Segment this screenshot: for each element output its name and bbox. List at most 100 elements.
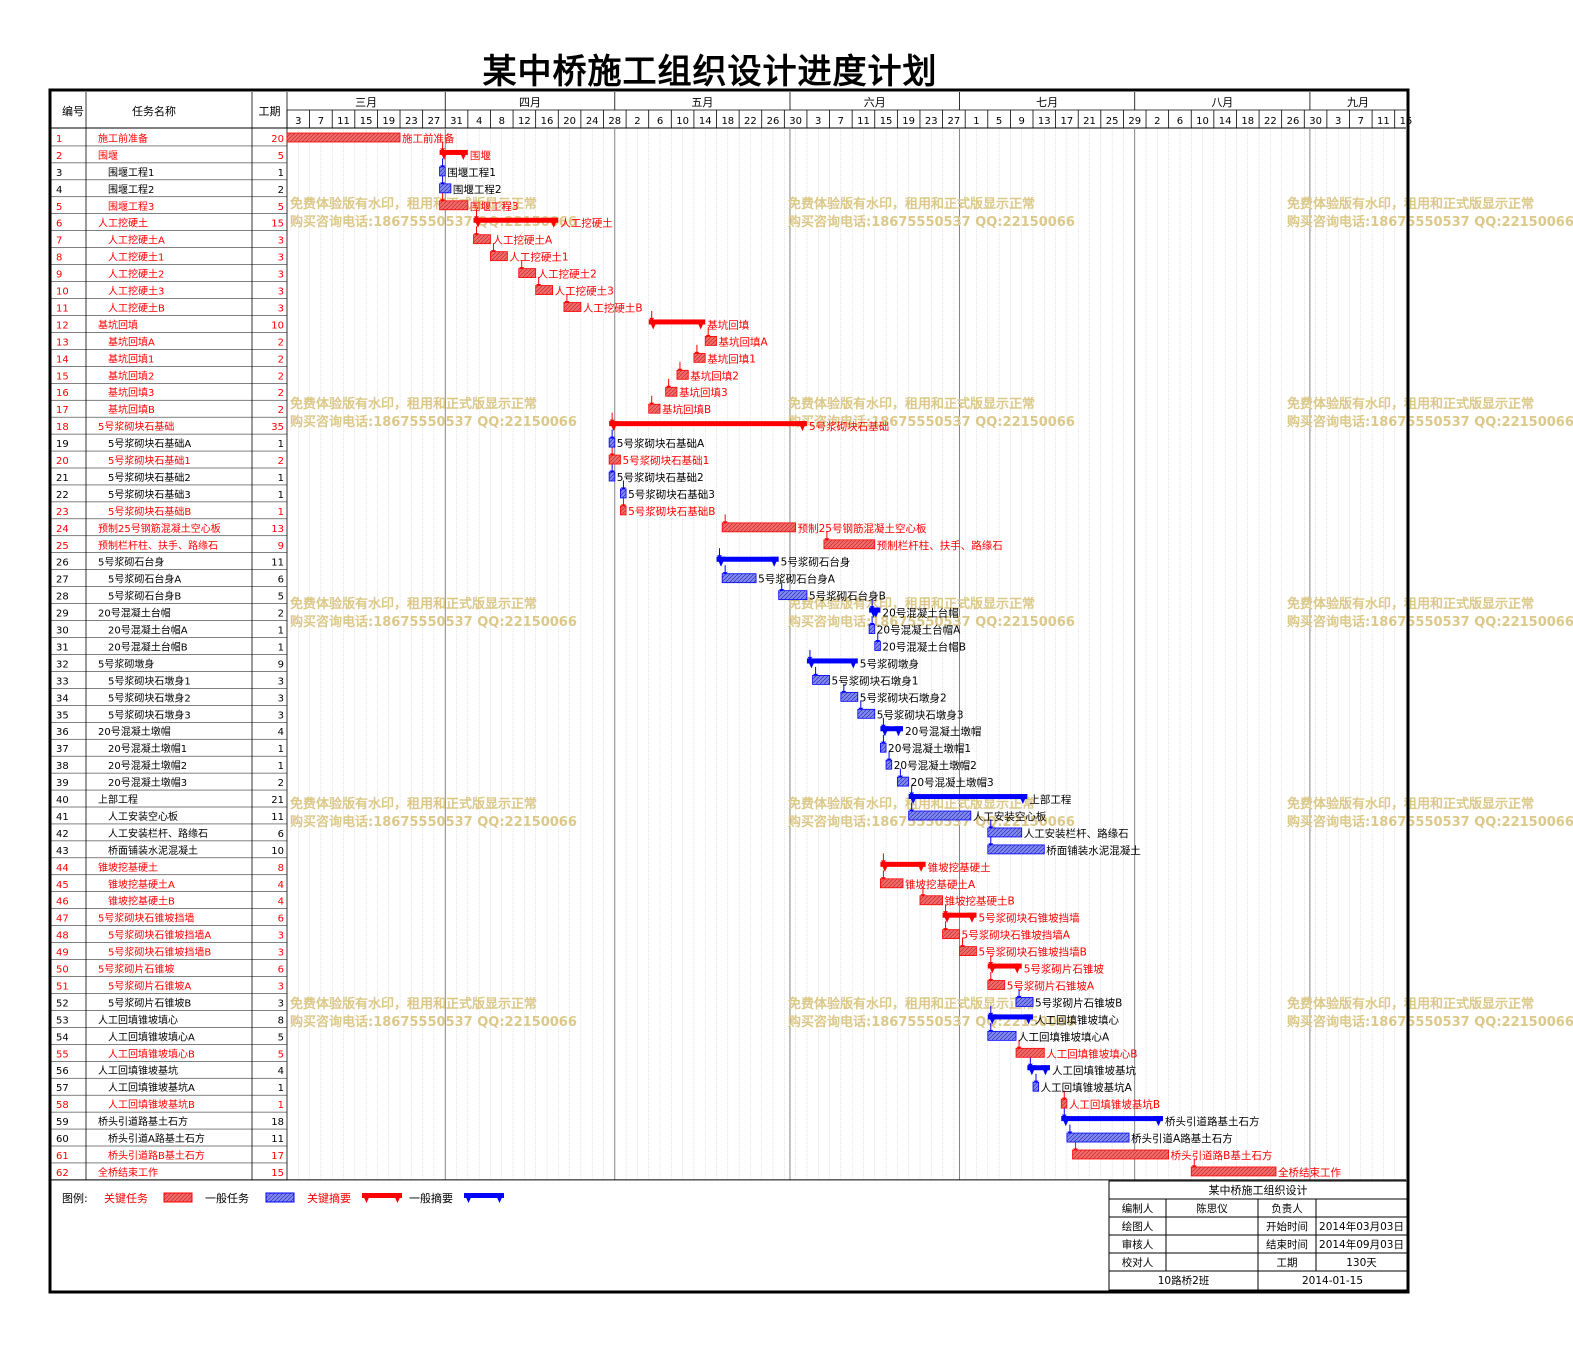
summary-end-cap bbox=[458, 149, 468, 160]
watermark-line1: 免费体验版有水印，租用和正式版显示正常 bbox=[290, 596, 537, 612]
task-bar bbox=[868, 624, 876, 634]
bar-label: 20号混凝土墩帽1 bbox=[888, 742, 971, 755]
page-title: 某中桥施工组织设计进度计划 bbox=[482, 52, 938, 92]
day-label: 18 bbox=[721, 116, 734, 127]
bar-label: 人工挖硬土3 bbox=[555, 285, 614, 298]
task-duration: 5 bbox=[278, 1032, 284, 1043]
bar-label: 基坑回填1 bbox=[707, 352, 756, 365]
day-label: 6 bbox=[657, 116, 663, 127]
task-bar bbox=[608, 454, 621, 465]
task-duration: 15 bbox=[271, 1168, 284, 1179]
day-label: 11 bbox=[1377, 116, 1390, 127]
task-name: 围堰 bbox=[98, 150, 118, 162]
watermark-line2: 购买咨询电话:18675550537 QQ:22150066 bbox=[788, 814, 1075, 830]
task-bar bbox=[563, 302, 582, 312]
task-id: 24 bbox=[56, 524, 69, 535]
day-label: 14 bbox=[699, 116, 712, 127]
task-id: 2 bbox=[56, 151, 62, 162]
info-footer-left: 10路桥2班 bbox=[1158, 1274, 1210, 1287]
task-bar bbox=[896, 776, 910, 787]
month-label: 三月 bbox=[355, 96, 377, 109]
day-label: 26 bbox=[1287, 116, 1300, 127]
task-name: 人工回填锥坡基坑 bbox=[98, 1064, 178, 1077]
bar-label: 5号浆砌块石基础 bbox=[809, 420, 889, 433]
day-label: 12 bbox=[518, 116, 531, 127]
summary-bar bbox=[1027, 1065, 1050, 1071]
day-label: 11 bbox=[337, 116, 350, 127]
watermark-line1: 免费体验版有水印，租用和正式版显示正常 bbox=[290, 796, 537, 812]
bar-label: 人工回填锥坡基坑B bbox=[1069, 1098, 1160, 1111]
task-id: 53 bbox=[56, 1015, 69, 1026]
task-id: 20 bbox=[56, 456, 69, 467]
day-label: 3 bbox=[815, 116, 821, 127]
task-bar bbox=[840, 691, 859, 702]
task-name: 5号浆砌块石基础 bbox=[98, 420, 174, 433]
summary-end-cap bbox=[967, 912, 977, 923]
bar-label: 人工回填锥坡基坑A bbox=[1041, 1081, 1133, 1094]
info-cell: 负责人 bbox=[1271, 1202, 1303, 1215]
task-bar bbox=[620, 488, 627, 499]
task-duration: 2 bbox=[278, 354, 284, 365]
dependency-arrow bbox=[869, 606, 875, 610]
task-id: 7 bbox=[56, 236, 62, 247]
task-id: 30 bbox=[56, 626, 69, 637]
summary-start-cap bbox=[439, 149, 449, 160]
task-name: 施工前准备 bbox=[98, 132, 148, 145]
task-bar bbox=[812, 675, 830, 685]
info-title: 某中桥施工组织设计 bbox=[1209, 1183, 1308, 1197]
bar-label: 5号浆砌块石墩身1 bbox=[832, 674, 919, 687]
dependency-arrow bbox=[943, 911, 949, 915]
bar-label: 5号浆砌石台身B bbox=[809, 590, 886, 603]
summary-end-cap bbox=[769, 556, 779, 567]
summary-start-cap bbox=[987, 1014, 997, 1025]
task-name: 锥坡挖基硬土A bbox=[108, 878, 175, 891]
task-id: 42 bbox=[56, 829, 69, 840]
task-name: 桥头引道路基土石方 bbox=[98, 1115, 188, 1128]
month-label: 七月 bbox=[1036, 96, 1058, 109]
legend-critical-task-swatch bbox=[163, 1192, 193, 1203]
watermark-line1: 免费体验版有水印，租用和正式版显示正常 bbox=[1287, 396, 1534, 412]
task-duration: 6 bbox=[278, 829, 284, 840]
bar-label: 施工前准备 bbox=[402, 132, 455, 145]
task-duration: 17 bbox=[271, 1151, 284, 1162]
task-name: 预制25号钢筋混凝土空心板 bbox=[98, 522, 221, 535]
task-id: 45 bbox=[56, 880, 69, 891]
task-bar bbox=[1060, 1098, 1068, 1109]
legend-normal-summary-label: 一般摘要 bbox=[409, 1191, 453, 1205]
task-bar bbox=[1190, 1166, 1277, 1177]
task-name: 围堰工程3 bbox=[108, 201, 154, 213]
task-duration: 3 bbox=[278, 948, 284, 959]
dependency-arrow bbox=[474, 216, 479, 220]
task-duration: 3 bbox=[278, 303, 284, 314]
bar-label: 人工回填锥坡填心B bbox=[1046, 1047, 1137, 1060]
task-id: 49 bbox=[56, 948, 69, 959]
watermark-line1: 免费体验版有水印，租用和正式版显示正常 bbox=[788, 396, 1035, 412]
legend-critical-task-label: 关键任务 bbox=[104, 1191, 148, 1205]
summary-end-cap bbox=[1040, 1065, 1050, 1076]
task-duration: 1 bbox=[278, 1100, 284, 1111]
summary-bar bbox=[648, 319, 706, 325]
task-name: 5号浆砌片石锥坡 bbox=[98, 963, 174, 976]
task-bar bbox=[919, 895, 943, 906]
task-bar bbox=[490, 251, 508, 262]
info-cell: 绘图人 bbox=[1122, 1220, 1154, 1233]
task-id: 16 bbox=[56, 388, 69, 399]
bar-label: 5号浆砌块石基础A bbox=[617, 437, 705, 450]
task-bar bbox=[620, 505, 627, 516]
watermark-line2: 购买咨询电话:18675550537 QQ:22150066 bbox=[1287, 1014, 1573, 1030]
summary-start-cap bbox=[987, 963, 997, 974]
task-id: 19 bbox=[56, 439, 69, 450]
task-id: 60 bbox=[56, 1134, 69, 1145]
summary-bar bbox=[880, 726, 904, 732]
info-cell: 2014年09月03日 bbox=[1319, 1238, 1404, 1251]
task-name: 20号混凝土墩帽 bbox=[98, 725, 171, 738]
task-bar bbox=[473, 234, 491, 245]
day-label: 23 bbox=[925, 116, 938, 127]
day-label: 19 bbox=[902, 116, 915, 127]
legend-critical-summary-caps bbox=[362, 1193, 402, 1203]
task-bar bbox=[987, 1030, 1017, 1041]
summary-start-cap bbox=[473, 217, 483, 228]
dependency-arrow bbox=[609, 419, 615, 423]
bar-label: 20号混凝土台帽 bbox=[882, 607, 958, 620]
task-name: 基坑回填2 bbox=[108, 369, 154, 382]
